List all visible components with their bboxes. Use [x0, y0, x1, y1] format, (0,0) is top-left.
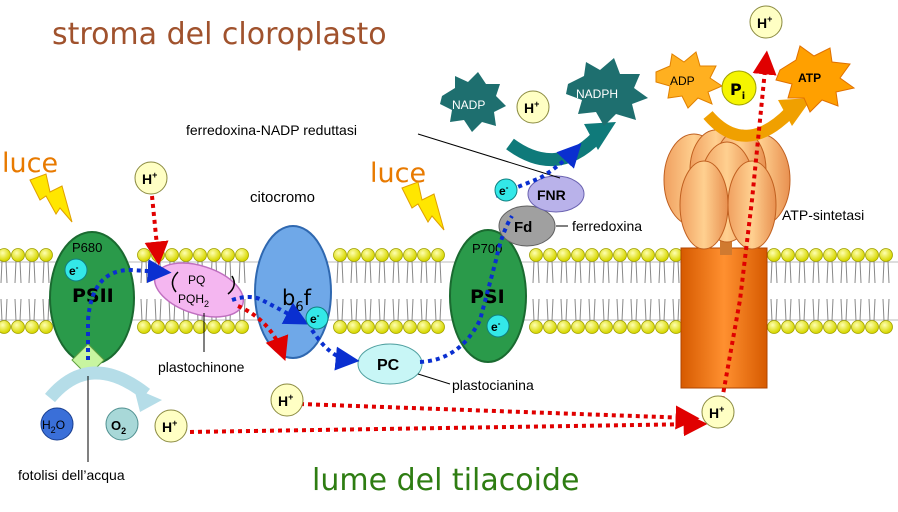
fnr-full-label: ferredoxina-NADP reduttasi — [186, 122, 357, 138]
svg-text:e-: e- — [69, 263, 79, 278]
proton: H+ — [749, 5, 783, 39]
psi-label: PSI — [470, 286, 505, 308]
plastoquinone — [153, 262, 245, 318]
proton-transport-path — [144, 50, 777, 437]
electron: e- — [494, 178, 518, 202]
plastocyanin-label: plastocianina — [452, 377, 534, 393]
p680-label: P680 — [72, 240, 102, 255]
svg-text:H+: H+ — [142, 170, 157, 187]
ferredoxin-label: ferredoxina — [572, 218, 642, 234]
proton: H+ — [270, 383, 304, 417]
svg-text:H+: H+ — [162, 418, 177, 435]
atp-molecule — [775, 45, 856, 113]
lightning-icon — [401, 181, 445, 231]
svg-text:H+: H+ — [709, 404, 724, 421]
light-label-1: luce — [2, 148, 58, 179]
pq-label: PQ — [188, 273, 205, 287]
svg-text:e-: e- — [499, 183, 509, 198]
proton: H+ — [154, 409, 188, 443]
nadph-label: NADPH — [576, 87, 618, 101]
electron: e- — [486, 314, 510, 338]
electron: e- — [305, 306, 329, 330]
nadp-molecule — [440, 72, 506, 132]
svg-text:e-: e- — [310, 311, 320, 326]
atp-synthase — [663, 129, 791, 389]
phosphate-label: Pi — [730, 80, 745, 102]
fnr-enzyme — [527, 175, 585, 213]
plastoquinone-label: plastochinone — [158, 359, 245, 375]
curved-arrow-icon — [506, 133, 601, 167]
lightning-icon — [29, 173, 73, 223]
fd-label: Fd — [514, 219, 532, 236]
svg-text:e-: e- — [491, 319, 501, 334]
stroma-title: stroma del cloroplasto — [52, 17, 387, 52]
svg-text:H+: H+ — [757, 14, 772, 31]
pqh2-label: PQH2 — [178, 292, 209, 309]
proton: H+ — [701, 395, 735, 429]
proton: H+ — [134, 161, 168, 195]
cytochrome-label: citocromo — [250, 189, 315, 206]
water-photolysis-label: fotolisi dell’acqua — [18, 467, 125, 483]
svg-text:H+: H+ — [278, 392, 293, 409]
proton: H+ — [516, 90, 550, 124]
curved-arrow-icon — [45, 366, 151, 403]
phosphate-molecule — [721, 70, 757, 106]
lumen-title: lume del tilacoide — [312, 463, 579, 498]
oxygen-label: O2 — [111, 418, 126, 436]
svg-text:H+: H+ — [524, 99, 539, 116]
atp-label: ATP — [798, 71, 821, 85]
adp-label: ADP — [670, 74, 695, 88]
nadph-molecule — [566, 58, 648, 126]
atp-synthase-label: ATP-sintetasi — [782, 207, 864, 223]
electron: e- — [64, 258, 88, 282]
curved-arrow-icon — [703, 107, 795, 142]
fnr-label: FNR — [537, 187, 566, 203]
adp-molecule — [655, 51, 724, 109]
electron-transport-path — [86, 142, 582, 371]
ferredoxin — [498, 205, 556, 247]
oxygen-molecule — [105, 407, 139, 441]
water-molecule — [40, 407, 74, 441]
thylakoid-membrane — [0, 248, 898, 334]
pc-label: PC — [377, 357, 400, 374]
p700-label: P700 — [472, 241, 502, 256]
water-label: H2O — [42, 418, 65, 435]
nadp-label: NADP — [452, 98, 485, 112]
